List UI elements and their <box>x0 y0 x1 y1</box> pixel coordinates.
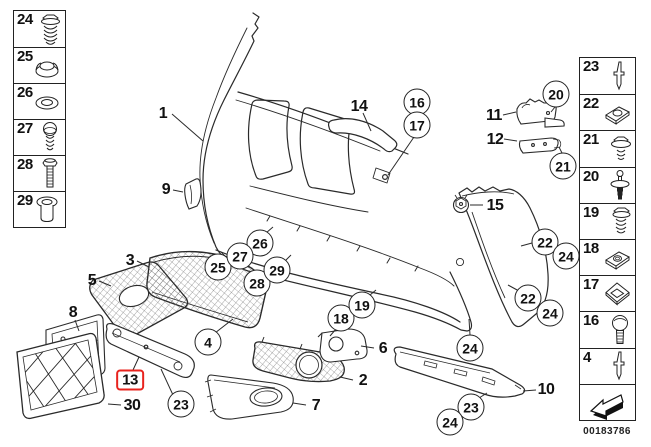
callout-10[interactable]: 10 <box>537 381 555 398</box>
callout-29-circle[interactable]: 29 <box>263 256 291 284</box>
callout-24-circle-bottom[interactable]: 24 <box>456 334 484 362</box>
fog-bracket-part <box>318 329 367 362</box>
callout-27-circle[interactable]: 27 <box>226 242 254 270</box>
fastener-label: 16 <box>583 312 599 330</box>
callout-16-circle[interactable]: 16 <box>403 88 431 116</box>
fastener-label: 23 <box>583 58 599 75</box>
blind-rivet-icon <box>606 60 634 94</box>
fastener-label: 18 <box>583 239 599 257</box>
fastener-cell-arrow[interactable] <box>580 383 635 420</box>
closing-panel-part <box>205 375 293 419</box>
fastener-label: 21 <box>583 131 599 149</box>
callout-3[interactable]: 3 <box>125 252 135 269</box>
callout-15[interactable]: 15 <box>486 197 504 214</box>
fastener-cell-20[interactable]: 20 <box>580 166 635 203</box>
clip-nut-icon <box>603 96 631 130</box>
callout-14[interactable]: 14 <box>350 98 368 115</box>
lower-support-strip-part <box>394 347 524 397</box>
fastener-label: 4 <box>583 348 591 366</box>
callout-9[interactable]: 9 <box>161 181 171 198</box>
diagram-number: 00183786 <box>583 426 631 437</box>
fastener-cell-21[interactable]: 21 <box>580 130 635 166</box>
fastener-label: 19 <box>583 203 599 221</box>
fastener-cell-19[interactable]: 19 <box>580 202 635 239</box>
cover-cap-icon <box>33 49 61 83</box>
callout-6[interactable]: 6 <box>378 340 388 357</box>
callout-1[interactable]: 1 <box>158 105 168 122</box>
callout-24-circle-right-lower[interactable]: 24 <box>436 408 464 436</box>
expanding-rivet-icon <box>606 169 634 203</box>
support-strip-part <box>519 138 560 153</box>
fastener-reference-column-left: 24 25 26 27 28 <box>13 10 66 228</box>
fastener-cell-22[interactable]: 22 <box>580 94 635 130</box>
callout-19-circle[interactable]: 19 <box>348 291 376 319</box>
fastener-label: 17 <box>583 276 599 294</box>
lower-trim-strip-part <box>106 324 194 378</box>
callout-7[interactable]: 7 <box>311 397 321 414</box>
fastener-cell-25[interactable]: 25 <box>14 47 65 83</box>
callout-13-highlighted[interactable]: 13 <box>116 369 144 391</box>
flange-screw-icon <box>606 205 634 239</box>
fastener-cell-29[interactable]: 29 <box>14 191 65 227</box>
callout-24-circle-side[interactable]: 24 <box>536 299 564 327</box>
support-bracket-part <box>517 99 564 127</box>
clip-nut-hole-icon <box>603 241 631 275</box>
callout-8[interactable]: 8 <box>68 304 78 321</box>
fastener-cell-18[interactable]: 18 <box>580 238 635 275</box>
callout-23-circle-right[interactable]: 23 <box>457 393 485 421</box>
callout-22-circle-side[interactable]: 22 <box>514 284 542 312</box>
fastener-cell-26[interactable]: 26 <box>14 83 65 119</box>
oval-head-screw-icon <box>36 121 64 155</box>
fastener-label: 24 <box>17 11 33 28</box>
hex-bolt-icon <box>36 157 64 191</box>
page-arrow-icon <box>587 386 627 420</box>
callout-20-circle[interactable]: 20 <box>542 80 570 108</box>
fastener-label: 29 <box>17 192 33 209</box>
fastener-label: 28 <box>17 156 33 173</box>
fog-grille-part <box>253 337 344 382</box>
screw-with-washer-icon <box>606 133 634 167</box>
callout-24-circle-upper[interactable]: 24 <box>552 242 580 270</box>
towing-flap-part <box>185 179 201 209</box>
fastener-label: 20 <box>583 167 599 185</box>
callout-28-circle[interactable]: 28 <box>243 269 271 297</box>
lower-mesh-grille-part <box>10 332 106 418</box>
callout-26-circle[interactable]: 26 <box>246 229 274 257</box>
side-grille-part <box>90 262 188 341</box>
callout-30[interactable]: 30 <box>123 397 141 414</box>
blind-rivet-icon <box>606 350 634 384</box>
callout-11[interactable]: 11 <box>486 107 502 124</box>
hex-flange-screw-icon <box>36 13 64 47</box>
front-bumper-cover-part <box>200 13 472 331</box>
clip-part <box>454 195 469 213</box>
fastener-cell-16[interactable]: 16 <box>580 311 635 347</box>
washer-icon <box>33 85 61 119</box>
pan-head-screw-icon <box>606 314 634 348</box>
callout-17-circle[interactable]: 17 <box>403 111 431 139</box>
fastener-label: 22 <box>583 95 599 113</box>
callout-23-circle-left[interactable]: 23 <box>167 390 195 418</box>
callout-4-circle[interactable]: 4 <box>194 328 222 356</box>
fastener-cell-23[interactable]: 23 <box>580 58 635 94</box>
callout-12[interactable]: 12 <box>486 131 504 148</box>
fastener-reference-column-right: 23 22 21 20 <box>579 57 636 421</box>
fastener-label: 25 <box>17 48 33 65</box>
trim-strip-part <box>329 119 397 152</box>
callout-2[interactable]: 2 <box>358 372 368 389</box>
fastener-label: 26 <box>17 84 33 101</box>
fastener-label: 27 <box>17 120 33 137</box>
fastener-cell-17[interactable]: 17 <box>580 275 635 311</box>
square-clip-icon <box>603 277 631 311</box>
callout-21-circle[interactable]: 21 <box>549 152 577 180</box>
fastener-cell-24[interactable]: 24 <box>14 11 65 47</box>
fastener-cell-28[interactable]: 28 <box>14 155 65 191</box>
callout-5[interactable]: 5 <box>87 272 97 289</box>
spacer-sleeve-icon <box>33 193 61 227</box>
fastener-cell-27[interactable]: 27 <box>14 119 65 155</box>
fastener-cell-4[interactable]: 4 <box>580 347 635 384</box>
